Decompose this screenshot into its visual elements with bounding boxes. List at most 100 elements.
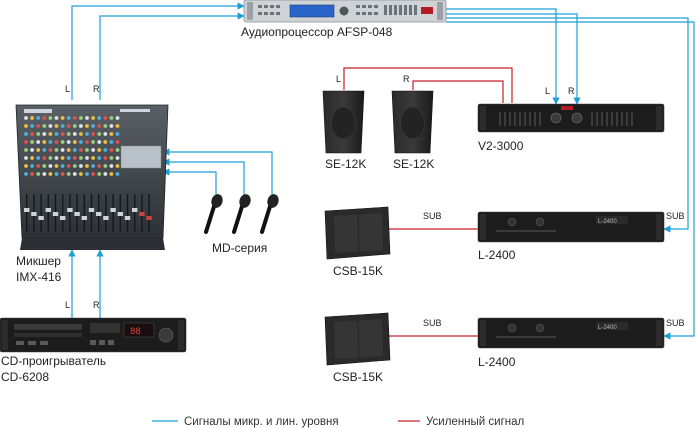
- svg-text:88: 88: [130, 327, 141, 337]
- mixer-knob: [48, 132, 53, 136]
- mixer-knob: [66, 116, 71, 120]
- amp-main[interactable]: [477, 103, 665, 133]
- mixer-fader-cap: [103, 216, 109, 220]
- mixer-knob: [85, 124, 89, 128]
- mixer-knob: [103, 148, 108, 152]
- microphones[interactable]: [204, 193, 280, 234]
- label-mixer-l: L: [65, 84, 70, 94]
- mixer-fader-cap: [110, 208, 116, 212]
- wire-mic3-to-mixer: [162, 168, 217, 196]
- mixer-knob: [30, 132, 34, 136]
- mixer-knob: [72, 172, 77, 176]
- mixer-fader-cap: [52, 212, 59, 216]
- mixer-knob: [91, 116, 95, 120]
- mixer-knob: [36, 132, 41, 136]
- mixer-knob: [85, 156, 89, 160]
- legend-signal-text: Сигналы микр. и лин. уровня: [184, 416, 339, 428]
- mixer-knob: [30, 148, 34, 152]
- mics-label: MD-серия: [212, 241, 267, 255]
- mixer-knob: [91, 132, 95, 136]
- mixer-fader-cap: [117, 212, 123, 216]
- label-speaker-r: R: [403, 74, 410, 84]
- mixer-knob: [54, 116, 59, 120]
- mixer-knob: [30, 172, 34, 176]
- mixer-knob: [79, 132, 83, 136]
- label-mixer-r: R: [93, 84, 100, 94]
- mixer-knob: [97, 116, 102, 120]
- speaker-left[interactable]: [322, 90, 365, 154]
- mixer-knob: [60, 164, 65, 168]
- mixer-knob: [109, 132, 114, 136]
- mixer-knob: [85, 140, 89, 144]
- mixer-knob: [36, 164, 41, 168]
- sub-top-label: CSB-15K: [333, 264, 383, 278]
- mixer-knob: [103, 172, 108, 176]
- amp-sub-top-label: L-2400: [478, 248, 516, 262]
- mixer[interactable]: [15, 104, 169, 250]
- mixer-knob: [36, 140, 41, 144]
- wire-mixer-r-to-processor: [99, 12, 245, 100]
- mixer-knob: [115, 164, 120, 168]
- microphone-1[interactable]: [204, 193, 224, 234]
- mixer-knob: [66, 164, 71, 168]
- mixer-knob: [91, 172, 95, 176]
- mixer-knob: [36, 116, 41, 120]
- mixer-fader-cap: [60, 216, 66, 220]
- wire-processor-to-sub-amp-bottom: [446, 21, 695, 340]
- mixer-knob: [60, 132, 65, 136]
- mixer-fader-slot: [105, 194, 107, 232]
- mixer-fader-slot: [148, 194, 150, 232]
- mixer-knob: [103, 156, 108, 160]
- mixer-knob: [48, 148, 53, 152]
- microphone-3[interactable]: [260, 193, 280, 234]
- mixer-knob: [72, 132, 77, 136]
- mixer-knob: [72, 164, 77, 168]
- mixer-knob: [24, 124, 28, 128]
- mixer-knob: [24, 132, 28, 136]
- mixer-knob: [97, 132, 102, 136]
- mixer-fader-cap: [81, 216, 87, 220]
- mixer-knob: [72, 124, 77, 128]
- amp-sub-bottom[interactable]: L-2400: [477, 317, 665, 349]
- cd-player[interactable]: 88: [0, 317, 187, 353]
- microphone-2[interactable]: [232, 193, 252, 234]
- channel-labels: L R L R L R L R SUB SUB SUB SUB: [65, 74, 685, 328]
- mixer-fader-slot: [40, 194, 42, 232]
- mixer-fader-cap: [132, 208, 138, 212]
- mixer-knob: [97, 148, 102, 152]
- mixer-knob: [66, 148, 71, 152]
- mixer-fader-slot: [26, 194, 28, 232]
- mixer-knob: [115, 124, 120, 128]
- mixer-knob: [103, 116, 108, 120]
- mixer-knob: [48, 172, 53, 176]
- label-sub-top-in: SUB: [666, 211, 685, 221]
- mixer-knob: [115, 156, 120, 160]
- label-cd-l: L: [65, 300, 70, 310]
- mixer-fader-cap: [38, 216, 44, 220]
- mixer-knob: [85, 172, 89, 176]
- mixer-knob: [91, 148, 95, 152]
- mixer-fader-cap: [74, 212, 80, 216]
- svg-text:L-2400: L-2400: [598, 219, 617, 225]
- wire-mic1-to-mixer: [162, 148, 273, 196]
- sub-bottom[interactable]: [324, 312, 391, 366]
- mixer-knob: [79, 148, 83, 152]
- mixer-knob: [36, 156, 41, 160]
- label-sub-bottom-in: SUB: [666, 318, 685, 328]
- mixer-knob: [66, 124, 71, 128]
- audio-processor[interactable]: [243, 0, 447, 23]
- mixer-knob: [24, 164, 28, 168]
- mixer-knob: [60, 124, 65, 128]
- mixer-knob: [97, 164, 102, 168]
- mixer-fader-cap: [124, 216, 131, 220]
- amp-sub-top[interactable]: L-2400: [477, 211, 665, 243]
- mixer-knob: [109, 164, 114, 168]
- mixer-knob: [97, 156, 102, 160]
- label-speaker-l: L: [336, 74, 341, 84]
- mixer-fader-cap: [24, 208, 30, 212]
- mixer-knob: [42, 124, 47, 128]
- amplified-wires: [343, 67, 513, 422]
- sub-top[interactable]: [324, 206, 391, 260]
- speaker-right[interactable]: [391, 90, 434, 154]
- mixer-knob: [30, 156, 34, 160]
